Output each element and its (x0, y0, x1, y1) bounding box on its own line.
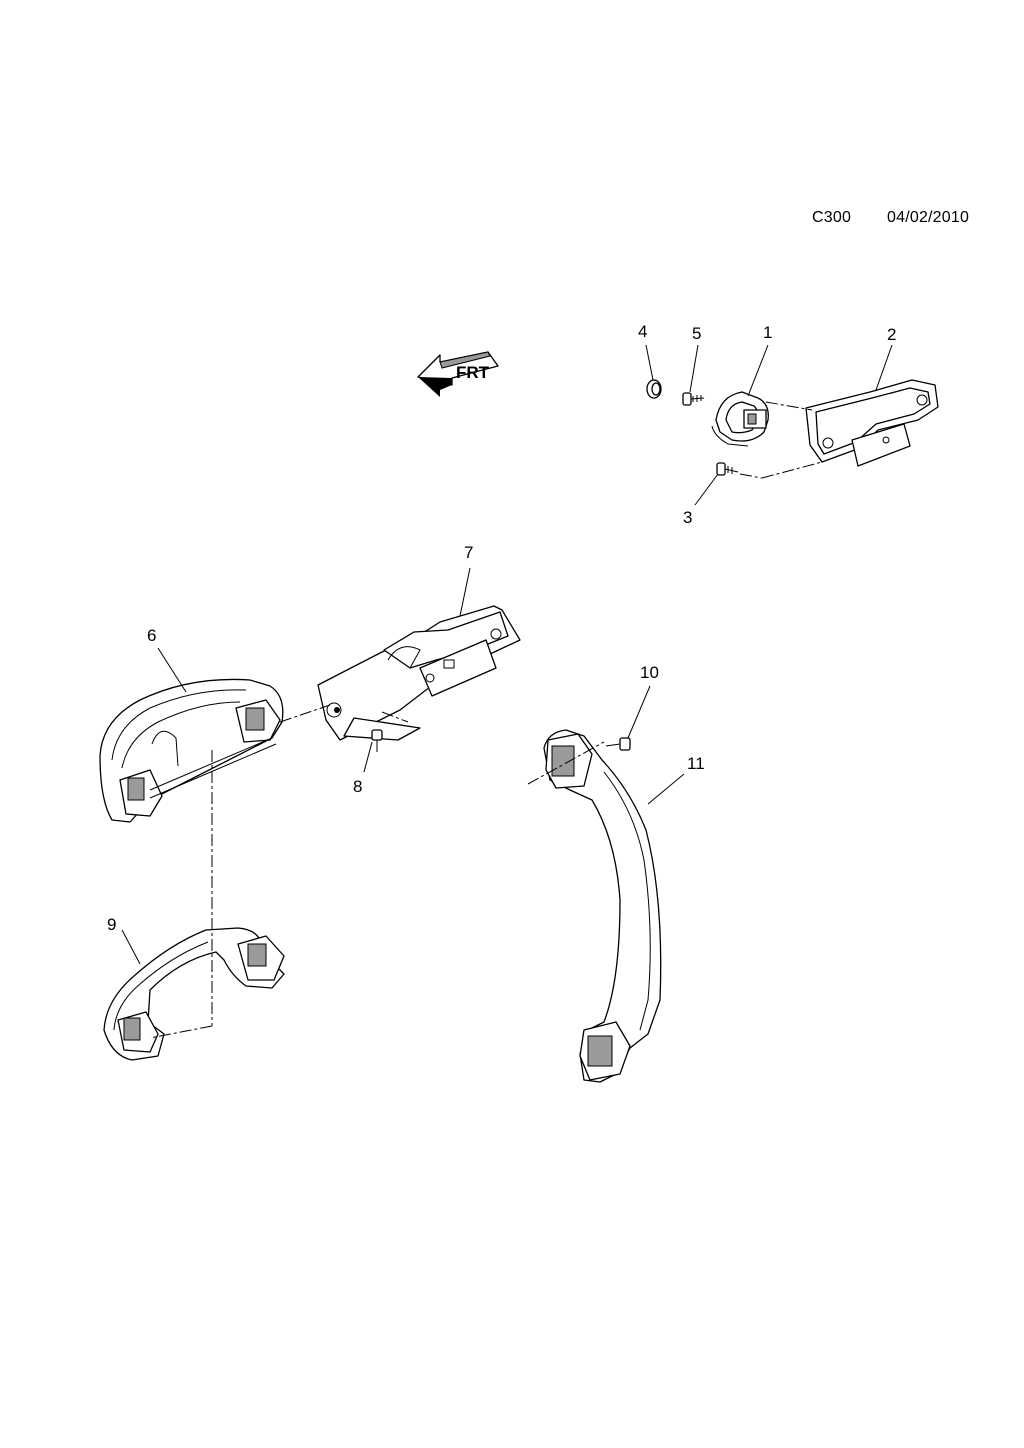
callout-labels: 4 5 1 2 3 7 6 8 9 10 11 (107, 322, 896, 934)
part-9-grab-handle (103, 927, 285, 1061)
leader-lines (121, 344, 893, 965)
callout-9: 9 (107, 915, 116, 934)
part-7-bracket (317, 605, 521, 741)
callout-3: 3 (683, 508, 692, 527)
diagram-code: C300 (812, 209, 852, 226)
callout-5: 5 (692, 324, 701, 343)
part-2-bracket (805, 379, 939, 467)
callout-8: 8 (353, 777, 362, 796)
assembly-lines (149, 401, 823, 1039)
callout-11: 11 (687, 754, 705, 773)
front-direction-arrow-icon: FRT (417, 351, 499, 397)
callout-10: 10 (640, 663, 659, 682)
callout-2: 2 (887, 325, 896, 344)
part-5-screw (682, 392, 705, 406)
callout-7: 7 (464, 543, 473, 562)
callout-1: 1 (763, 323, 772, 342)
callout-4: 4 (638, 322, 647, 341)
callout-6: 6 (147, 626, 156, 645)
part-11-grab-handle (543, 729, 662, 1083)
part-3-screw (716, 462, 739, 476)
part-1-clip-housing (711, 391, 769, 447)
part-6-grab-handle (99, 678, 284, 823)
diagram-date: 04/02/2010 (887, 209, 970, 226)
part-10-screw (605, 737, 631, 751)
front-direction-label: FRT (456, 363, 490, 382)
part-8-screw (371, 729, 383, 752)
part-4-nut (646, 379, 662, 399)
